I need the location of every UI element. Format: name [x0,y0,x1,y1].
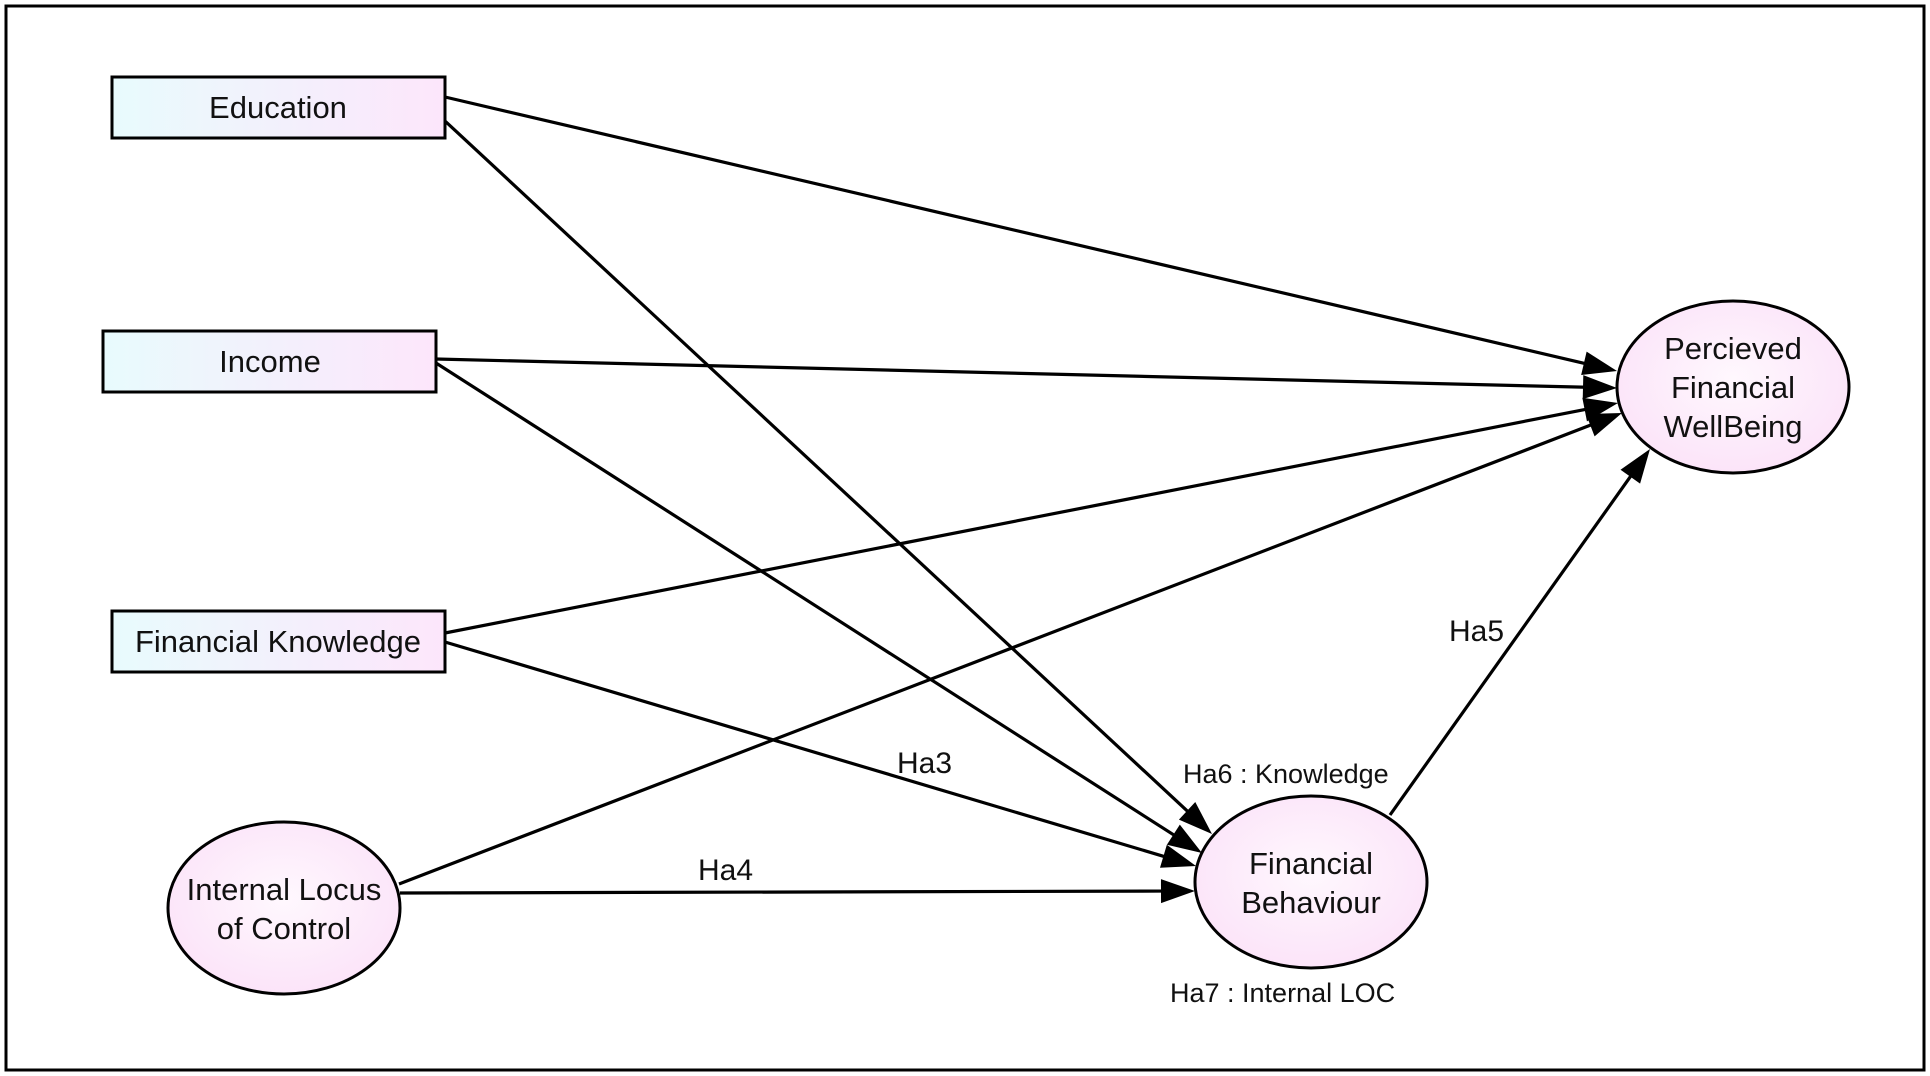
edge-line [444,407,1589,635]
arrowhead-icon [1160,879,1195,904]
edge-line [435,357,1588,389]
node-perceived-financial-wellbeing[interactable]: Percieved Financial WellBeing [1615,299,1851,475]
annotation-ha6-knowledge: Ha6 : Knowledge [1183,759,1389,789]
node-wellbeing-label-line1: Percieved [1664,331,1802,366]
edge-line [443,119,1192,815]
edge-education-to-wellbeing [444,95,1617,375]
edge-internal-locus-to-financial-behaviour [399,879,1195,904]
annotation-ha7-internal-loc: Ha7 : Internal LOC [1170,978,1395,1008]
edge-line [444,95,1589,366]
arrowhead-icon [1581,351,1617,375]
arrowhead-icon [1159,844,1196,868]
edge-line [399,889,1166,895]
arrowhead-icon [1582,375,1617,400]
node-wellbeing-label-line3: WellBeing [1663,409,1802,444]
node-education[interactable]: Education [110,75,447,140]
edge-financial-knowledge-to-financial-behaviour [444,640,1196,868]
edge-label-ha4: Ha4 [698,854,753,887]
edge-label-ha5: Ha5 [1449,615,1504,648]
arrowhead-icon [1585,413,1622,437]
edge-line [444,640,1168,859]
node-financial-behaviour[interactable]: Financial Behaviour [1193,794,1429,970]
edge-label-ha3: Ha3 [897,747,952,780]
edge-line [1388,472,1634,816]
node-wellbeing-label-line2: Financial [1671,370,1795,405]
edge-financial-behaviour-to-wellbeing [1388,449,1650,816]
node-income[interactable]: Income [101,329,438,394]
edges-layer [398,95,1650,904]
edge-internal-locus-to-wellbeing [398,413,1622,886]
edge-income-to-wellbeing [435,357,1617,400]
node-financial-knowledge-label: Financial Knowledge [135,624,421,659]
arrowhead-icon [1620,449,1650,484]
node-income-label: Income [219,344,321,379]
node-financial-behaviour-label-line2: Behaviour [1241,885,1381,920]
node-financial-behaviour-label-line1: Financial [1249,846,1373,881]
node-internal-locus-label-line2: of Control [217,911,351,946]
node-internal-locus-of-control[interactable]: Internal Locus of Control [166,820,402,996]
edge-education-to-financial-behaviour [443,119,1212,834]
arrowhead-icon [1166,824,1202,853]
edge-line [435,361,1178,839]
arrowhead-icon [1178,802,1212,834]
node-financial-knowledge[interactable]: Financial Knowledge [110,609,447,674]
edge-line [398,422,1595,886]
node-education-label: Education [209,90,347,125]
node-internal-locus-label-line1: Internal Locus [187,872,382,907]
edge-income-to-financial-behaviour [435,361,1202,853]
